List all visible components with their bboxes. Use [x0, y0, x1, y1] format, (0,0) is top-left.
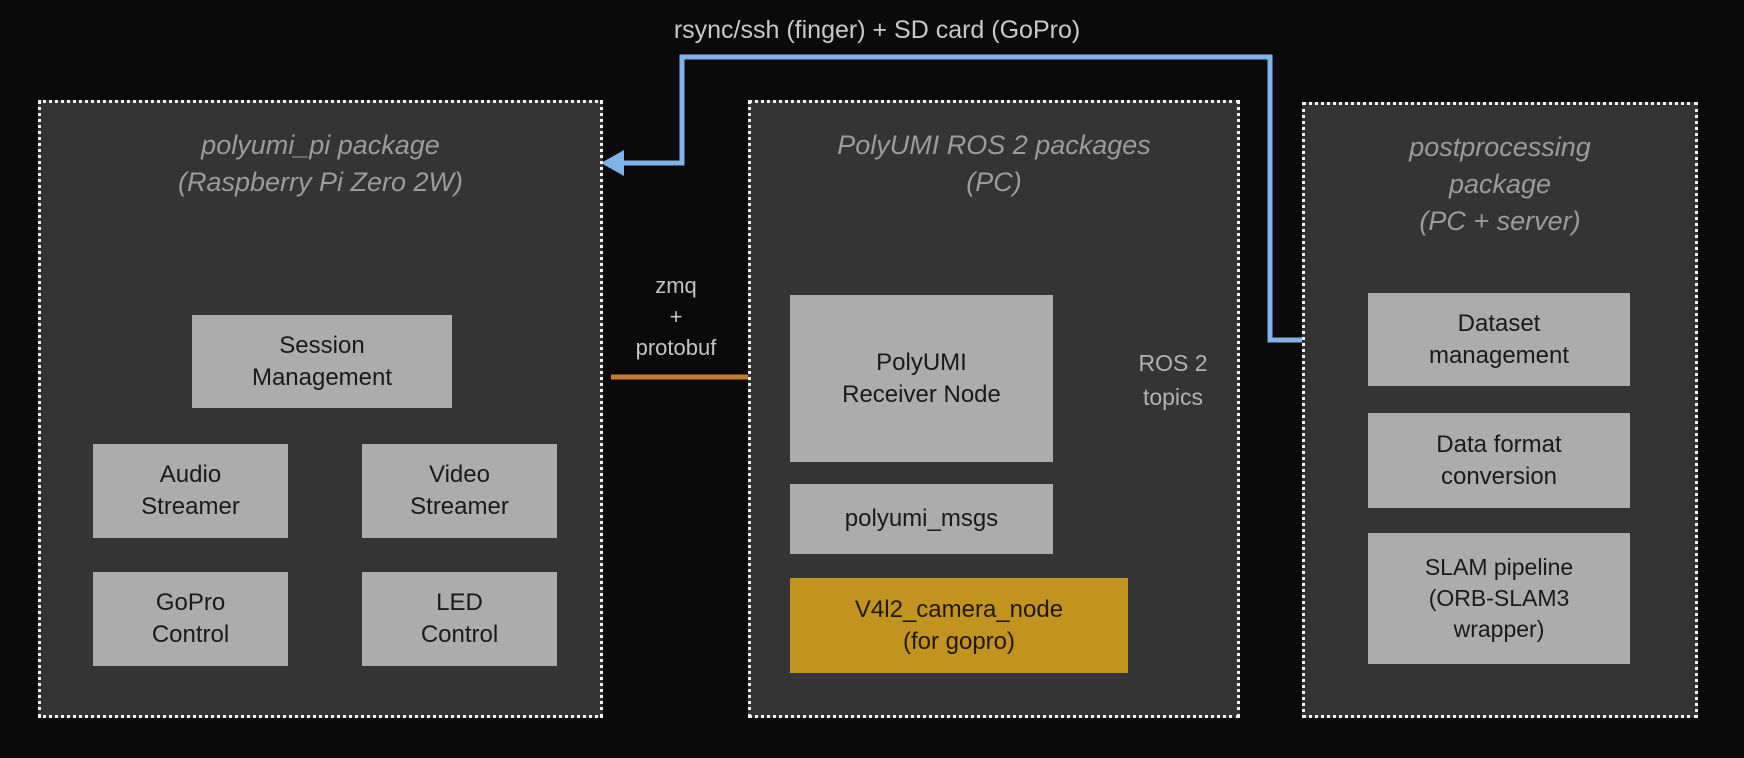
zmq-protobuf-label: zmq + protobuf: [635, 273, 717, 360]
node-polyumi-receiver: PolyUMI Receiver Node: [790, 295, 1053, 462]
ros2-topics-label: ROS 2 topics: [1138, 350, 1208, 410]
node-led-control: LED Control: [362, 572, 557, 666]
container-polyumi-pi: polyumi_pi package (Raspberry Pi Zero 2W…: [38, 100, 603, 718]
container-title: PolyUMI ROS 2 packages (PC): [837, 130, 1151, 197]
transfer-arrowhead-left-icon: [601, 150, 624, 176]
container-ros2-packages: PolyUMI ROS 2 packages (PC) PolyUMI Rece…: [748, 100, 1240, 718]
node-data-format-conversion: Data format conversion: [1368, 413, 1630, 508]
transfer-label: rsync/ssh (finger) + SD card (GoPro): [673, 16, 1081, 44]
node-slam-pipeline: SLAM pipeline (ORB-SLAM3 wrapper): [1368, 533, 1630, 664]
node-session-management: Session Management: [192, 315, 452, 408]
node-polyumi-msgs: polyumi_msgs: [790, 484, 1053, 554]
node-dataset-management: Dataset management: [1368, 293, 1630, 386]
node-audio-streamer: Audio Streamer: [93, 444, 288, 538]
node-gopro-control: GoPro Control: [93, 572, 288, 666]
container-title: postprocessing package (PC + server): [1409, 132, 1591, 236]
container-postprocessing: postprocessing package (PC + server) Dat…: [1302, 102, 1698, 718]
node-v4l2-camera: V4l2_camera_node (for gopro): [790, 578, 1128, 673]
container-title: polyumi_pi package (Raspberry Pi Zero 2W…: [177, 130, 464, 197]
node-video-streamer: Video Streamer: [362, 444, 557, 538]
